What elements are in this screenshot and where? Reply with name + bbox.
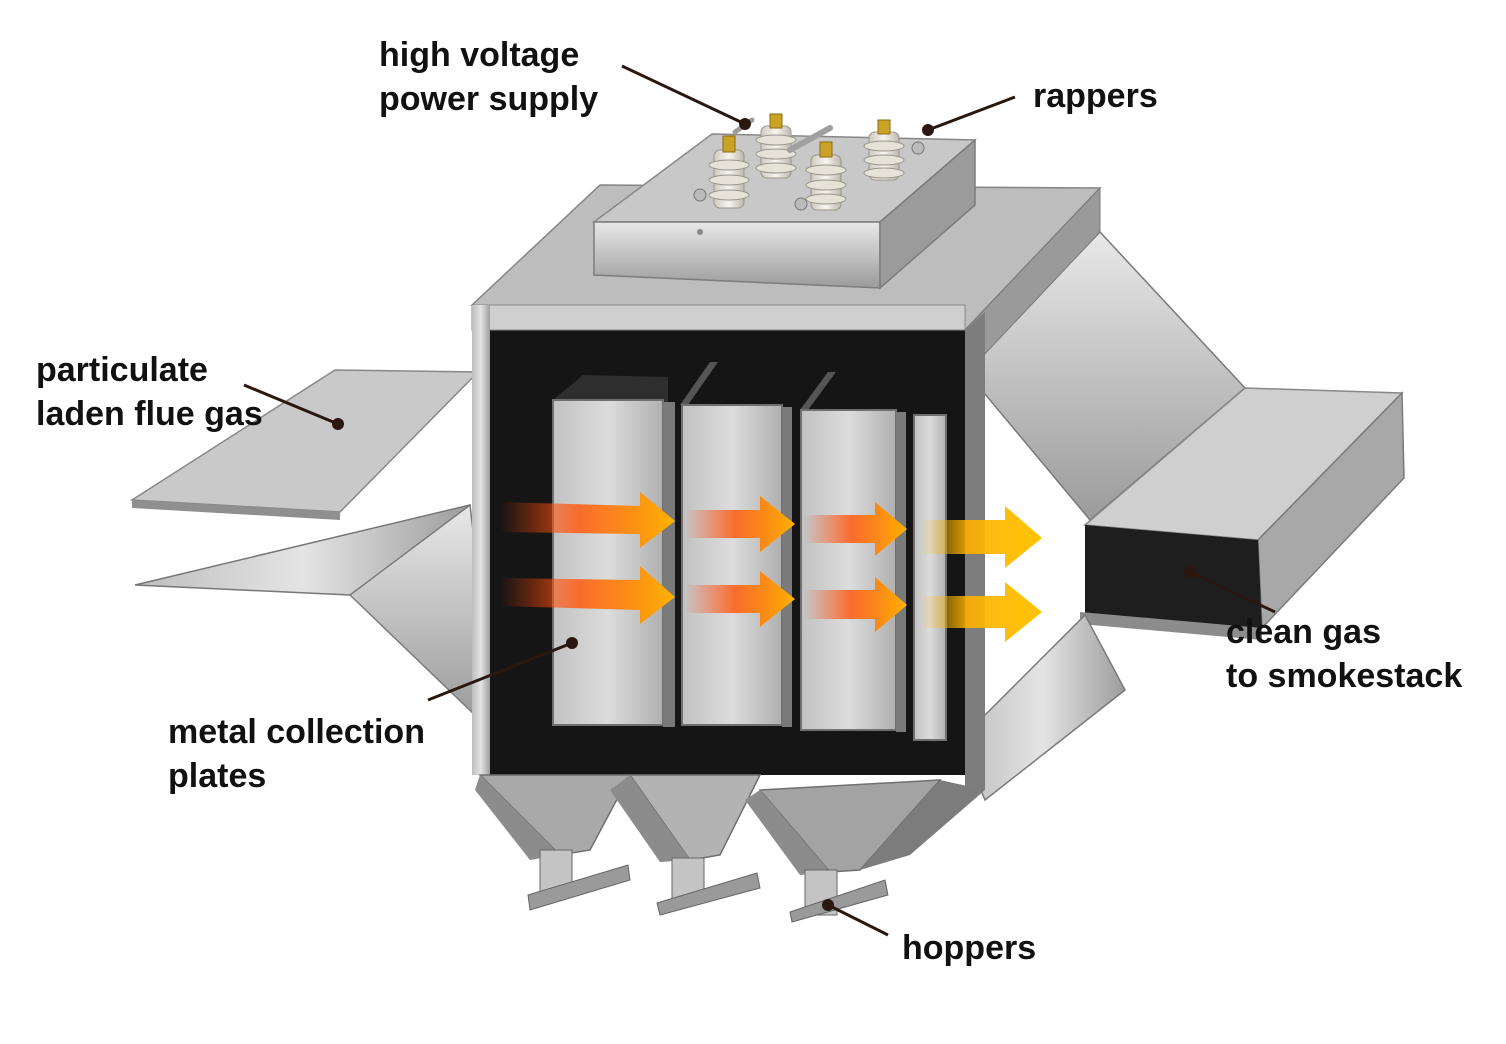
leader-lines — [243, 64, 1276, 937]
hopper-base-1 — [527, 849, 631, 911]
label-line: particulate — [36, 351, 208, 389]
inlet-duct — [129, 369, 481, 722]
label-metal-collection-plates: metal collection plates — [168, 710, 425, 798]
insulator-icon — [693, 113, 925, 235]
insulator-2 — [755, 113, 797, 179]
label-line: to smokestack — [1226, 657, 1463, 695]
label-line: clean gas — [1226, 613, 1381, 651]
label-line: hoppers — [902, 929, 1037, 967]
label-line: rappers — [1033, 77, 1158, 115]
label-clean-gas-to-smokestack: clean gas to smokestack — [1226, 610, 1462, 698]
label-line: high voltage — [379, 36, 580, 74]
label-line: power supply — [379, 80, 599, 118]
label-high-voltage-power-supply: high voltage power supply — [379, 33, 598, 121]
leader-dots — [332, 118, 1196, 911]
label-line: metal collection — [168, 713, 425, 751]
collection-plates — [552, 362, 947, 741]
hopper-icon — [475, 774, 985, 923]
insulator-1 — [708, 135, 750, 209]
label-line: laden flue gas — [36, 395, 263, 433]
flow-arrow-icon — [500, 492, 1042, 642]
label-line: plates — [168, 757, 267, 795]
label-particulate-laden-flue-gas: particulate laden flue gas — [36, 348, 263, 436]
insulator-3 — [805, 141, 847, 211]
label-rappers: rappers — [1033, 74, 1158, 118]
outlet-duct — [959, 230, 1405, 802]
label-hoppers: hoppers — [902, 926, 1036, 970]
hopper-base-2 — [656, 857, 761, 916]
hopper-base-3 — [789, 869, 889, 923]
insulator-4 — [863, 119, 905, 181]
